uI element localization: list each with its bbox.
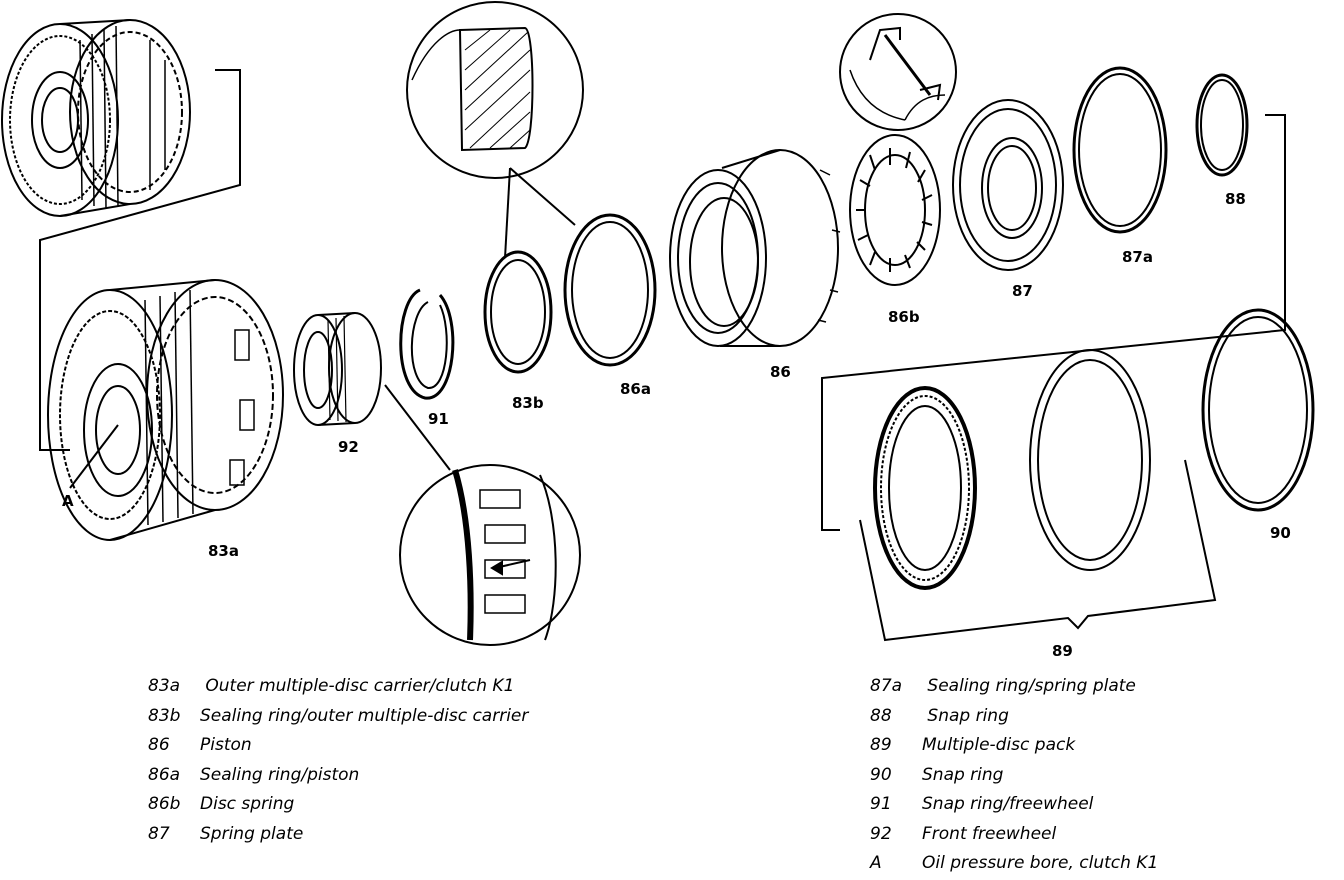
snap-ring-91 — [399, 288, 455, 400]
legend-text: Piston — [200, 735, 252, 755]
legend-text: Snap ring/freewheel — [922, 794, 1094, 814]
label-86b: 86b — [888, 308, 920, 326]
snap-ring-88 — [1195, 73, 1249, 177]
front-freewheel-92 — [293, 312, 451, 471]
outer-carrier-83a — [47, 279, 284, 541]
legend-left: 83a Outer multiple-disc carrier/clutch K… — [148, 672, 528, 849]
legend-text: Sealing ring/outer multiple-disc carrier — [200, 705, 529, 726]
legend-row: 86b Disc spring — [148, 790, 528, 820]
legend-text: Sealing ring/spring plate — [922, 676, 1136, 696]
legend-row: 90 Snap ring — [870, 761, 1158, 791]
bracket-line-left — [39, 69, 241, 451]
legend-right: 87a Sealing ring/spring plate 88 Snap ri… — [870, 672, 1158, 879]
label-86: 86 — [770, 363, 791, 381]
label-91: 91 — [428, 410, 449, 428]
sealing-detail-circle — [406, 1, 584, 259]
legend-row: 88 Snap ring — [870, 702, 1158, 732]
freewheel-detail-circle — [399, 464, 581, 646]
legend-code: 87 — [148, 823, 170, 844]
snap-ring-90 — [1201, 308, 1315, 512]
legend-code: 88 — [870, 705, 892, 726]
carrier-top-view — [1, 19, 191, 217]
legend-code: 86 — [148, 735, 170, 755]
legend-code: A — [870, 853, 882, 873]
legend-text: Outer multiple-disc carrier/clutch K1 — [200, 676, 515, 696]
legend-code: 92 — [870, 823, 892, 844]
label-88: 88 — [1225, 190, 1246, 208]
legend-code: 83a — [148, 676, 181, 696]
legend-text: Sealing ring/piston — [200, 764, 360, 785]
legend-row: 87a Sealing ring/spring plate — [870, 672, 1158, 702]
sealing-ring-83b — [483, 250, 553, 374]
disc-spring-86b — [849, 134, 941, 286]
legend-row: 86 Piston — [148, 731, 528, 761]
legend-row: 83b Sealing ring/outer multiple-disc carr… — [148, 702, 528, 732]
spring-plate-detail-circle — [839, 13, 957, 131]
label-A: A — [62, 492, 74, 510]
legend-row: 86a Sealing ring/piston — [148, 761, 528, 791]
label-83a: 83a — [208, 542, 239, 560]
label-86a: 86a — [620, 380, 651, 398]
label-87: 87 — [1012, 282, 1033, 300]
legend-row: 92 Front freewheel — [870, 820, 1158, 850]
legend-code: 90 — [870, 764, 892, 785]
legend-code: 87a — [870, 676, 903, 696]
legend-text: Front freewheel — [922, 823, 1057, 844]
sealing-ring-86a — [563, 213, 657, 367]
sealing-ring-87a — [1072, 66, 1168, 234]
legend-code: 91 — [870, 794, 892, 814]
label-89: 89 — [1052, 642, 1073, 660]
legend-row: 83a Outer multiple-disc carrier/clutch K… — [148, 672, 528, 702]
legend-code: 83b — [148, 705, 181, 726]
legend-text: Spring plate — [200, 823, 304, 844]
legend-text: Snap ring — [922, 705, 1009, 726]
label-83b: 83b — [512, 394, 544, 412]
label-92: 92 — [338, 438, 359, 456]
legend-text: Snap ring — [922, 764, 1004, 785]
label-87a: 87a — [1122, 248, 1153, 266]
legend-code: 89 — [870, 735, 892, 755]
legend-text: Multiple-disc pack — [922, 735, 1076, 755]
label-90: 90 — [1270, 524, 1291, 542]
legend-row: A Oil pressure bore, clutch K1 — [870, 849, 1158, 879]
legend-row: 89 Multiple-disc pack — [870, 731, 1158, 761]
legend-text: Disc spring — [200, 794, 295, 814]
piston-86 — [669, 149, 841, 347]
spring-plate-87 — [952, 99, 1064, 271]
legend-code: 86b — [148, 794, 181, 814]
legend-text: Oil pressure bore, clutch K1 — [922, 853, 1159, 873]
legend-row: 87 Spring plate — [148, 820, 528, 850]
legend-code: 86a — [148, 764, 181, 785]
disc-pack-89 — [859, 349, 1217, 642]
bracket-line-right — [821, 114, 1286, 531]
legend-row: 91 Snap ring/freewheel — [870, 790, 1158, 820]
